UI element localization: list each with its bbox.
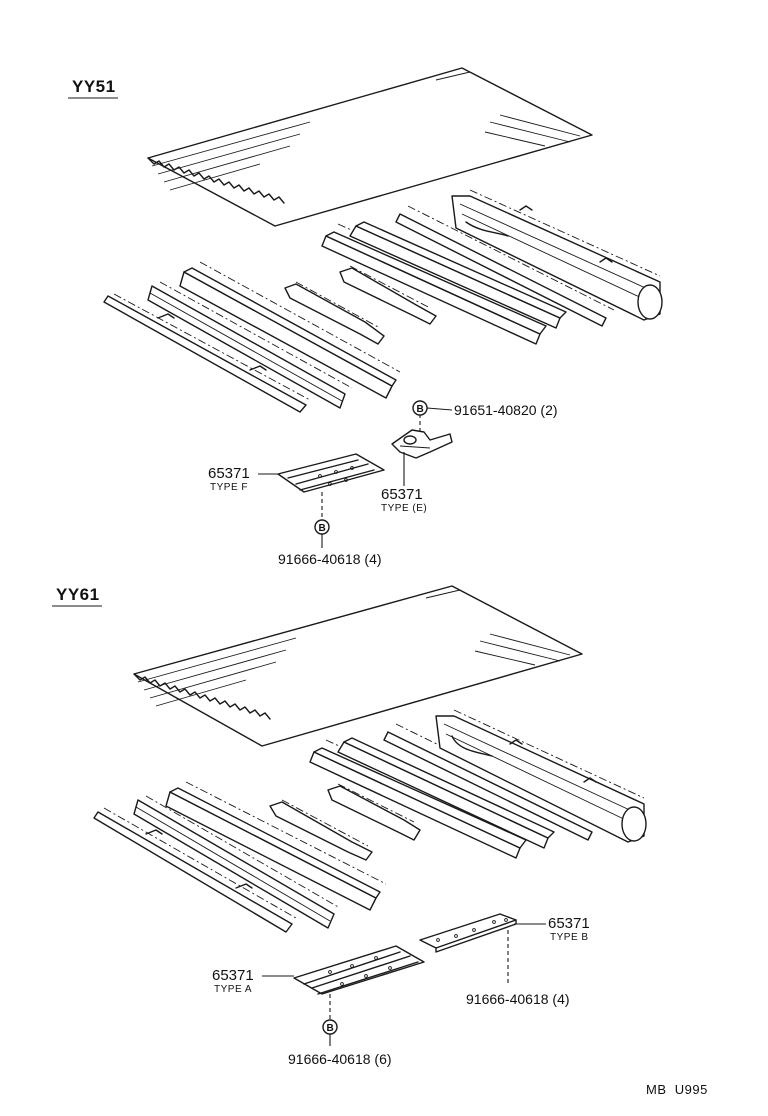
section-title-yy51: YY51: [72, 77, 116, 96]
callout-type-f: TYPE F: [210, 482, 248, 493]
floor-cross-sills-left-2: [93, 781, 387, 933]
callout-91666-40618-6: 91666-40618 (6): [288, 1051, 392, 1067]
callout-65371-f: 65371: [208, 465, 250, 482]
center-crossmembers: [284, 265, 437, 345]
callout-65371-a: 65371: [212, 967, 254, 984]
plate-type-b: [419, 913, 517, 953]
callout-91651-40820: 91651-40820 (2): [454, 402, 558, 418]
diagram-code: MB U995: [646, 1082, 708, 1097]
section-title-yy61: YY61: [56, 585, 100, 604]
bolt-marker-b: B: [412, 400, 428, 416]
bolt-marker-b-label: B: [417, 404, 424, 415]
rear-frame-member: [451, 189, 663, 321]
plate-type-f: [277, 453, 385, 493]
section-yy61: YY61: [52, 585, 647, 1067]
callout-65371-b: 65371: [548, 915, 590, 932]
bracket-type-e: [391, 429, 453, 459]
floor-side-sills-right-2: [309, 723, 601, 859]
center-crossmembers-2: [269, 783, 421, 861]
plate-type-a: [293, 945, 425, 995]
bolt-marker-b-2-label: B: [319, 523, 326, 534]
floor-panel: [147, 67, 593, 227]
floor-side-sills-right: [321, 205, 615, 345]
rear-frame-member-2: [435, 709, 647, 843]
callout-type-b: TYPE B: [550, 932, 589, 943]
floor-panel-2: [133, 585, 583, 747]
callout-65371-e: 65371: [381, 486, 423, 503]
bolt-marker-b-2: B: [314, 519, 330, 535]
callout-91666-40618-4a: 91666-40618 (4): [278, 551, 382, 567]
floor-cross-sills-left: [103, 261, 401, 413]
callout-91666-40618-4b: 91666-40618 (4): [466, 991, 570, 1007]
callout-type-a: TYPE A: [214, 984, 252, 995]
callout-type-e: TYPE (E): [381, 503, 427, 514]
bolt-marker-b-3: B: [322, 1019, 338, 1035]
bolt-marker-b-3-label: B: [327, 1023, 334, 1034]
section-yy51: YY51: [68, 67, 663, 567]
